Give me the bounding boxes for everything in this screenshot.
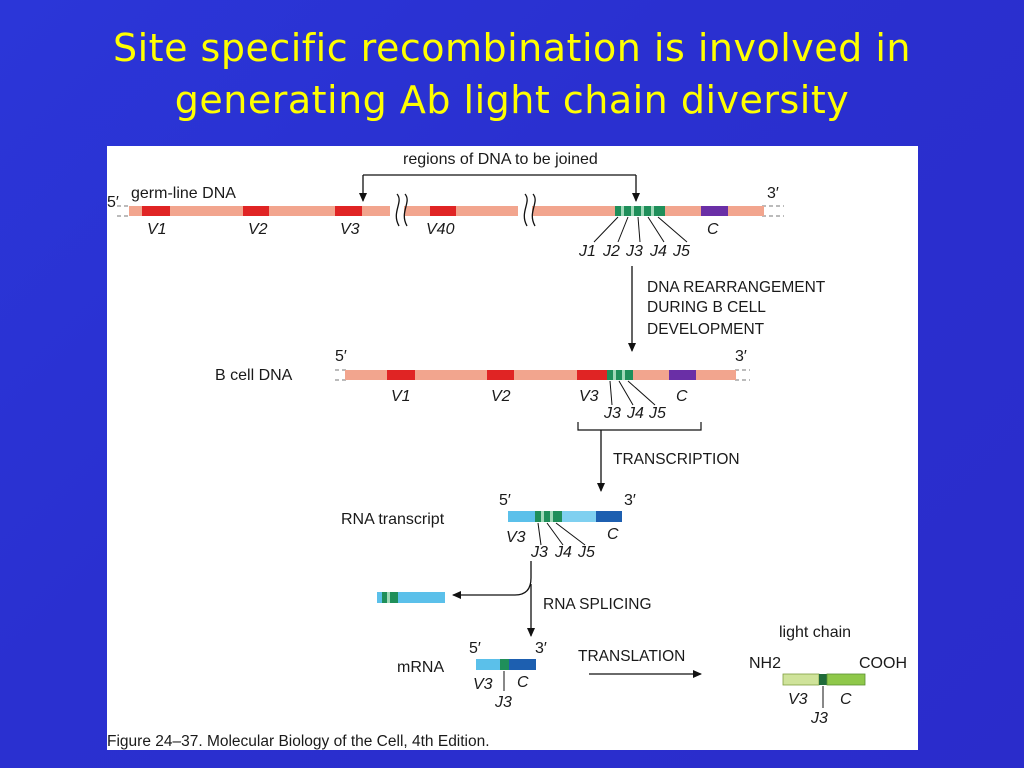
germline-v1 xyxy=(142,206,170,216)
mrna-label: mRNA xyxy=(397,659,444,676)
mrna-v3 xyxy=(476,659,500,670)
rna-c-label: C xyxy=(607,526,619,543)
transcribed-region-bracket xyxy=(577,422,702,431)
mrna-5prime: 5′ xyxy=(469,640,481,657)
bcell-v1 xyxy=(387,370,415,380)
rna-intron xyxy=(562,511,596,522)
germline-j1-label: J1 xyxy=(578,243,596,260)
protein-c-label: C xyxy=(840,691,852,708)
germline-j3-label: J3 xyxy=(625,243,643,260)
bcell-v3 xyxy=(577,370,607,380)
rna-v3 xyxy=(508,511,535,522)
protein-label: light chain xyxy=(779,624,851,641)
germline-j5-label: J5 xyxy=(672,243,690,260)
step1-line2: DURING B CELL xyxy=(647,299,766,316)
bcell-j3-label: J3 xyxy=(603,405,621,422)
mrna-c-label: C xyxy=(517,674,529,691)
step3-label: RNA SPLICING xyxy=(543,596,652,613)
rna-c xyxy=(596,511,622,522)
bcell-c xyxy=(669,370,696,380)
regions-label: regions of DNA to be joined xyxy=(403,151,598,168)
step4-label: TRANSLATION xyxy=(578,648,685,665)
break-mark-2 xyxy=(523,193,528,227)
bcell-j5-label: J5 xyxy=(648,405,666,422)
bcell-3prime: 3′ xyxy=(735,348,747,365)
germline-c xyxy=(701,206,728,216)
mrna-j3 xyxy=(500,659,509,670)
mrna-j3-label: J3 xyxy=(494,694,512,711)
rna-label: RNA transcript xyxy=(341,511,445,528)
mrna-3prime: 3′ xyxy=(535,640,547,657)
rna-j3-label: J3 xyxy=(530,544,548,561)
bcell-v2 xyxy=(487,370,514,380)
protein-n-term: NH2 xyxy=(749,655,781,672)
step2-label: TRANSCRIPTION xyxy=(613,451,740,468)
figure-caption: Figure 24–37. Molecular Biology of the C… xyxy=(107,733,490,750)
title-line-2: generating Ab light chain diversity xyxy=(174,78,850,122)
rna-v3-label: V3 xyxy=(506,529,526,546)
rna-j-cluster xyxy=(535,511,562,522)
germline-v2-label: V2 xyxy=(248,221,268,238)
excised-arrow xyxy=(452,561,532,599)
protein-j3 xyxy=(819,674,827,685)
slide-title: Site specific recombination is involved … xyxy=(0,22,1024,126)
bcell-label: B cell DNA xyxy=(215,367,293,384)
bcell-j-cluster xyxy=(607,370,633,380)
mrna-v3-label: V3 xyxy=(473,676,493,693)
recombination-diagram: regions of DNA to be joined germ-line DN… xyxy=(107,151,907,750)
rna-j4-label: J4 xyxy=(554,544,572,561)
germline-c-label: C xyxy=(707,221,719,238)
protein-c xyxy=(826,673,866,686)
rna-3prime: 3′ xyxy=(624,492,636,509)
rna-j5-label: J5 xyxy=(577,544,595,561)
figure-panel: regions of DNA to be joined germ-line DN… xyxy=(107,146,918,750)
protein-j3-label: J3 xyxy=(810,710,828,727)
germline-v1-label: V1 xyxy=(147,221,167,238)
rna-5prime: 5′ xyxy=(499,492,511,509)
excised-fragment xyxy=(377,592,445,603)
bcell-v2-label: V2 xyxy=(491,388,511,405)
step1-line3: DEVELOPMENT xyxy=(647,321,765,338)
protein-c-term: COOH xyxy=(859,655,907,672)
germline-v40 xyxy=(430,206,456,216)
germline-j-cluster xyxy=(615,206,665,216)
germline-j4-label: J4 xyxy=(649,243,667,260)
break-mark-1 xyxy=(395,193,400,227)
germline-v40-label: V40 xyxy=(426,221,455,238)
bcell-v3-label: V3 xyxy=(579,388,599,405)
germline-label: germ-line DNA xyxy=(131,185,236,202)
bcell-strand xyxy=(345,370,736,380)
step1-line1: DNA REARRANGEMENT xyxy=(647,279,826,296)
bcell-5prime: 5′ xyxy=(335,348,347,365)
germline-v3-label: V3 xyxy=(340,221,360,238)
germline-v3 xyxy=(335,206,362,216)
germline-v2 xyxy=(243,206,269,216)
germline-3prime: 3′ xyxy=(767,185,779,202)
mrna-c xyxy=(509,659,536,670)
protein-v3-label: V3 xyxy=(788,691,808,708)
germline-j2-label: J2 xyxy=(602,243,620,260)
protein-v3 xyxy=(782,673,820,686)
bcell-v1-label: V1 xyxy=(391,388,411,405)
title-line-1: Site specific recombination is involved … xyxy=(112,26,911,70)
bcell-c-label: C xyxy=(676,388,688,405)
germline-5prime: 5′ xyxy=(107,194,119,211)
bcell-j4-label: J4 xyxy=(626,405,644,422)
